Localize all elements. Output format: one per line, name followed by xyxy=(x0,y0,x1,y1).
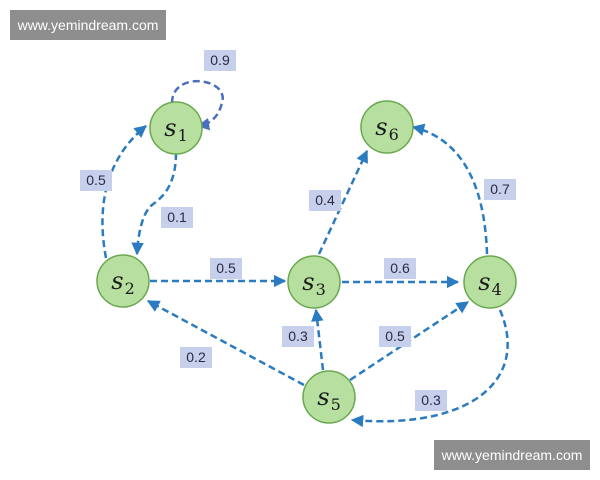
node-s3: s3 xyxy=(287,255,341,309)
watermark-bottom: www.yemindream.com xyxy=(434,440,590,470)
svg-text:0.4: 0.4 xyxy=(315,192,335,208)
label-s3-s6: 0.4 xyxy=(309,190,341,211)
node-s1: s1 xyxy=(149,101,203,155)
label-s4-s6: 0.7 xyxy=(484,179,516,200)
edge-s5-s3 xyxy=(311,308,325,371)
svg-text:0.3: 0.3 xyxy=(421,392,441,408)
edge-s4-s6 xyxy=(411,123,489,255)
svg-text:0.7: 0.7 xyxy=(490,181,510,197)
label-s2-s3: 0.5 xyxy=(210,258,242,279)
svg-text:0.2: 0.2 xyxy=(186,349,206,365)
label-s5-s2: 0.2 xyxy=(180,347,212,368)
label-s5-s4: 0.5 xyxy=(379,326,411,347)
label-s3-s4: 0.6 xyxy=(384,258,416,279)
watermark-top: www.yemindream.com xyxy=(10,10,166,40)
svg-text:s2: s2 xyxy=(111,267,135,298)
edge-s4-s5 xyxy=(350,309,509,428)
node-s4: s4 xyxy=(463,255,517,309)
edge-s2-s1 xyxy=(101,125,147,259)
edge-s5-s2 xyxy=(146,299,305,387)
svg-text:0.5: 0.5 xyxy=(385,328,405,344)
svg-text:0.1: 0.1 xyxy=(167,209,187,225)
nodes: s1 s2 s3 s4 s5 s6 xyxy=(96,100,517,424)
node-s2: s2 xyxy=(96,254,150,308)
svg-text:s1: s1 xyxy=(164,114,188,145)
edge-s1-s1 xyxy=(170,79,224,131)
svg-text:s4: s4 xyxy=(478,268,502,299)
svg-text:s6: s6 xyxy=(375,113,399,144)
node-s5: s5 xyxy=(302,370,356,424)
svg-text:s3: s3 xyxy=(302,268,326,299)
label-s5-s3: 0.3 xyxy=(282,326,314,347)
edge-labels: 0.9 0.5 0.1 0.5 0.4 0.6 0.7 0.3 xyxy=(80,50,516,411)
edge-s3-s6 xyxy=(317,149,369,255)
label-s1-s2: 0.1 xyxy=(161,207,193,228)
edge-s1-s2 xyxy=(131,152,178,256)
svg-text:0.9: 0.9 xyxy=(210,52,230,68)
label-s4-s5: 0.3 xyxy=(415,390,447,411)
svg-text:0.6: 0.6 xyxy=(390,260,410,276)
svg-text:0.5: 0.5 xyxy=(216,260,236,276)
svg-text:0.3: 0.3 xyxy=(288,328,308,344)
svg-text:s5: s5 xyxy=(317,383,341,414)
node-s6: s6 xyxy=(360,100,414,154)
svg-text:0.5: 0.5 xyxy=(86,172,106,188)
label-s2-s1: 0.5 xyxy=(80,170,112,191)
label-s1-s1: 0.9 xyxy=(204,50,236,71)
